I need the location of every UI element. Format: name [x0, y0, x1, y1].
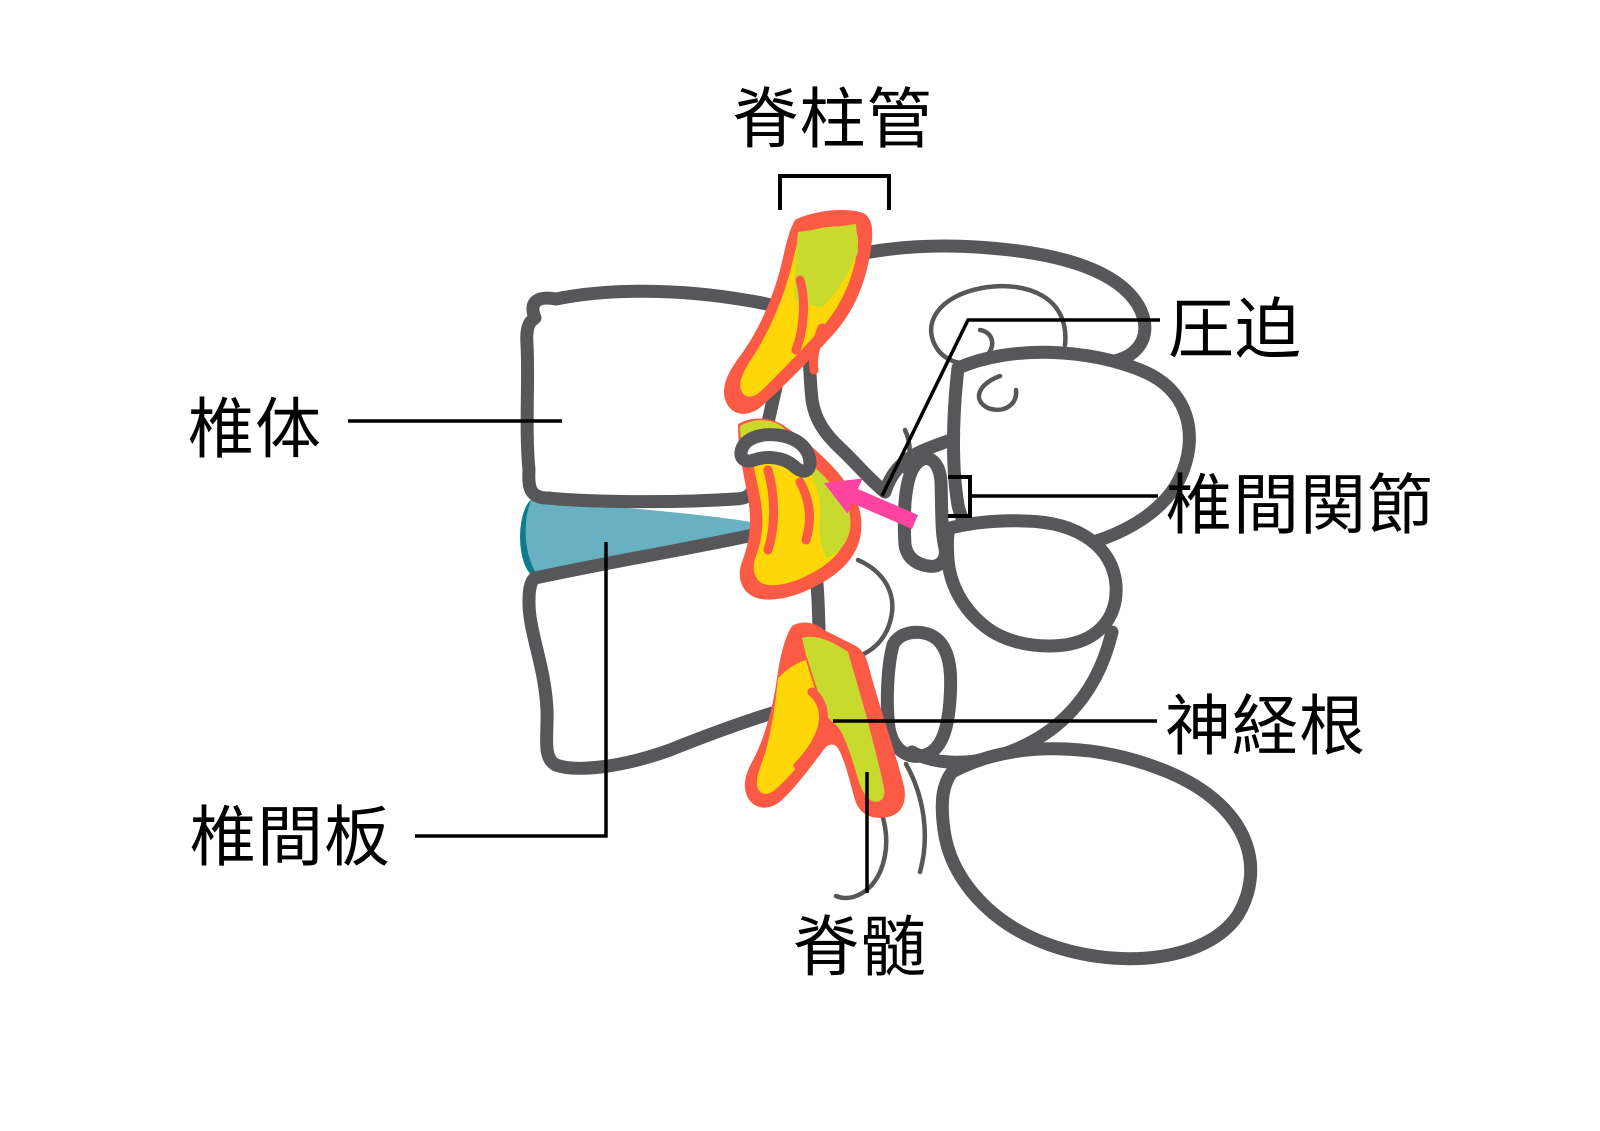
third-vertebra-pedicle [880, 625, 958, 763]
transverse-process-curl [928, 283, 1068, 366]
nerve-middle-crease [763, 465, 779, 555]
compression-label: 圧迫 [1168, 291, 1302, 368]
facet-process [897, 452, 952, 573]
intervertebral-disc-shape [525, 500, 805, 575]
nerve-upper-crease-2 [809, 323, 827, 375]
spinal-cord-label: 脊髄 [793, 909, 927, 986]
spinal-cord-upper-green [794, 224, 858, 308]
curl-detail-small [976, 373, 1019, 412]
lower-spinous-process [940, 514, 1123, 653]
spinal-canal-bracket [778, 174, 891, 210]
nerve-upper-crease [791, 275, 808, 355]
spinal-cord-middle-green-strip [795, 450, 851, 558]
bottom-curl-detail-2 [903, 761, 928, 875]
compression-leader [880, 318, 1160, 497]
intervertebral-disc-label: 椎間板 [190, 799, 391, 876]
third-spinous-process [935, 742, 1258, 966]
upper-inferior-articular-hook [734, 428, 817, 478]
spinal-canal-label: 脊柱管 [733, 81, 934, 158]
facet-joint-label: 椎間関節 [1166, 467, 1434, 544]
disc-leader [415, 542, 608, 838]
nerve-root-label: 神経根 [1165, 688, 1366, 765]
nerve-lower-crease [793, 687, 829, 771]
facet-crack-detail [902, 427, 912, 475]
nerve-middle-crease-2 [795, 477, 814, 545]
nerve-root-lower-yellow [756, 660, 821, 794]
vertebral-body-label: 椎体 [188, 391, 322, 468]
compression-arrow [824, 478, 918, 529]
